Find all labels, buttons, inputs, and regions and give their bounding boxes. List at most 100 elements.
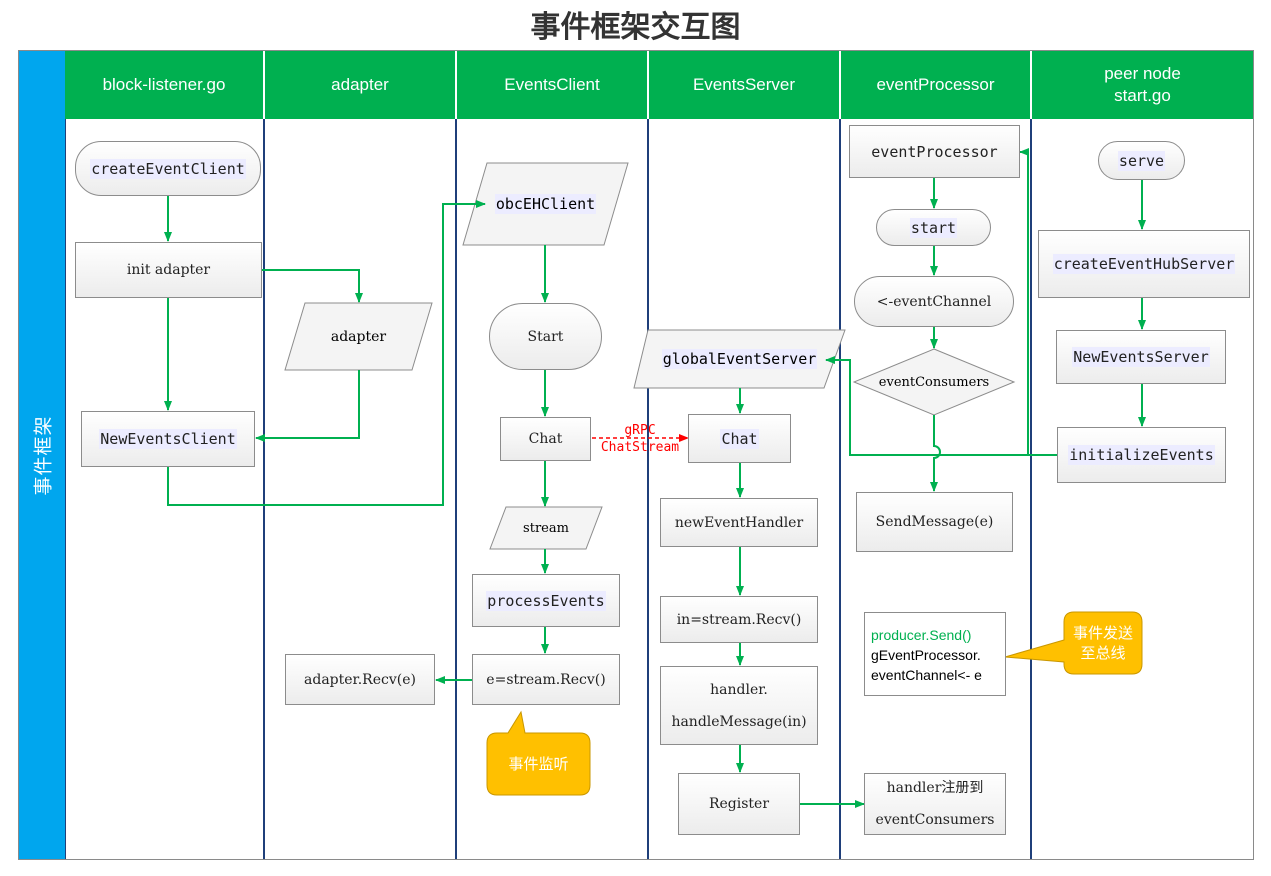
event-processor-node: eventProcessor: [849, 125, 1020, 178]
obc-eh-client-label: obcEHClient: [463, 163, 628, 245]
node-label-line1: handler.: [710, 681, 768, 698]
lane-label: block-listener.go: [102, 75, 226, 94]
chat-client-node: Chat: [500, 417, 591, 461]
grpc-annotation: gRPC ChatStream: [590, 422, 690, 456]
global-event-server-label: globalEventServer: [634, 330, 845, 388]
node-label: NewEventsServer: [1072, 347, 1210, 367]
start-node: Start: [489, 303, 602, 370]
producer-send-line: producer.Send(): [871, 627, 972, 643]
new-events-client-node: NewEventsClient: [81, 411, 255, 467]
lane-divider: [1030, 119, 1032, 859]
lane-label: adapter: [331, 75, 389, 94]
callout-line2: 至总线: [1080, 644, 1126, 662]
lane-divider: [839, 119, 841, 859]
node-label: globalEventServer: [661, 349, 818, 369]
event-channel-node: <-eventChannel: [854, 276, 1014, 327]
arrow: [1019, 148, 1029, 455]
lane-label: peer node start.go: [1104, 64, 1181, 105]
node-label: stream: [523, 520, 569, 536]
lane-label: EventsClient: [504, 75, 600, 94]
stream-label: stream: [490, 507, 602, 549]
node-label: createEventClient: [90, 158, 246, 179]
node-label: createEventHubServer: [1052, 254, 1236, 274]
event-send-callout-shape: [1004, 611, 1143, 675]
diagram-title: 事件框架交互图: [530, 10, 741, 45]
handle-message-node: handler. handleMessage(in): [660, 666, 818, 745]
chat-server-node: Chat: [688, 414, 791, 463]
lane-divider: [455, 119, 457, 859]
lane-header-block-listener: block-listener.go: [65, 51, 263, 119]
lane-header-event-processor: eventProcessor: [841, 51, 1030, 119]
new-event-handler-node: newEventHandler: [660, 498, 818, 547]
node-label: <-eventChannel: [876, 293, 992, 310]
handler-register-node: handler注册到 eventConsumers: [864, 773, 1006, 835]
node-label-line2: eventConsumers: [875, 812, 995, 828]
in-stream-recv-node: in=stream.Recv(): [660, 596, 818, 643]
event-send-callout: 事件发送 至总线: [1064, 612, 1142, 674]
event-listen-callout-shape: [486, 710, 591, 796]
adapter-parallelogram: [284, 302, 433, 371]
node-label: processEvents: [486, 590, 606, 611]
adapter-data-label: adapter: [285, 303, 432, 370]
arrow: [825, 356, 1057, 456]
node-label: eventConsumers: [878, 374, 990, 390]
adapter-recv-node: adapter.Recv(e): [285, 654, 435, 705]
lane-label: eventProcessor: [876, 75, 995, 94]
arrow: [262, 269, 363, 303]
stream-parallelogram: [489, 506, 603, 550]
arrow: [167, 200, 486, 506]
lane-divider: [647, 119, 649, 859]
node-label: init adapter: [126, 262, 211, 278]
lane-header-adapter: adapter: [265, 51, 455, 119]
init-adapter-node: init adapter: [75, 242, 262, 298]
arrow: [255, 370, 360, 442]
node-label: newEventHandler: [674, 514, 804, 531]
node-label: start: [909, 217, 958, 238]
node-label: eventProcessor: [871, 142, 998, 161]
arrow: [930, 415, 941, 492]
g-event-processor-line: gEventProcessor.: [871, 647, 981, 663]
create-event-client-node: createEventClient: [75, 141, 261, 196]
callout-line1: 事件发送: [1072, 624, 1133, 642]
chatstream-label: ChatStream: [600, 440, 680, 455]
lane-header-events-client: EventsClient: [457, 51, 647, 119]
node-label: Start: [527, 328, 564, 345]
new-events-server-node: NewEventsServer: [1056, 330, 1226, 384]
node-label: initializeEvents: [1068, 445, 1215, 465]
node-label: in=stream.Recv(): [676, 611, 802, 628]
node-label: NewEventsClient: [99, 429, 237, 449]
event-channel-send-line: eventChannel<- e: [871, 667, 982, 683]
serve-node: serve: [1098, 141, 1185, 180]
process-events-node: processEvents: [472, 574, 620, 627]
register-node: Register: [678, 773, 800, 835]
diagram-frame: [18, 50, 1254, 860]
create-event-hub-server-node: createEventHubServer: [1038, 230, 1250, 298]
producer-send-note: producer.Send() gEventProcessor. eventCh…: [864, 612, 1006, 696]
node-label: serve: [1117, 150, 1166, 171]
initialize-events-node: initializeEvents: [1057, 427, 1226, 483]
event-consumers-decision-label: eventConsumers: [854, 349, 1014, 415]
node-label: Chat: [720, 428, 759, 449]
lane-header-events-server: EventsServer: [649, 51, 839, 119]
node-label: Chat: [528, 431, 563, 447]
node-label: adapter: [330, 328, 387, 345]
lane-label: EventsServer: [692, 75, 796, 94]
lane-header-peer-node: peer node start.go: [1032, 51, 1253, 119]
node-label: Register: [708, 796, 770, 812]
grpc-label: gRPC: [624, 423, 656, 438]
node-label: SendMessage(e): [875, 514, 994, 530]
node-label: adapter.Recv(e): [304, 671, 416, 688]
node-label-line1: handler注册到: [886, 780, 984, 796]
lane-divider: [263, 119, 265, 859]
node-label: obcEHClient: [494, 194, 597, 214]
callout-label: 事件监听: [508, 755, 569, 773]
node-label: e=stream.Recv(): [486, 671, 606, 688]
stream-recv-node: e=stream.Recv(): [472, 654, 620, 705]
lane-divider: [65, 119, 66, 859]
send-message-node: SendMessage(e): [856, 492, 1013, 552]
node-label-line2: handleMessage(in): [671, 713, 807, 730]
event-listen-callout: 事件监听: [487, 733, 590, 795]
side-band: [19, 51, 65, 859]
ep-start-node: start: [876, 209, 991, 246]
